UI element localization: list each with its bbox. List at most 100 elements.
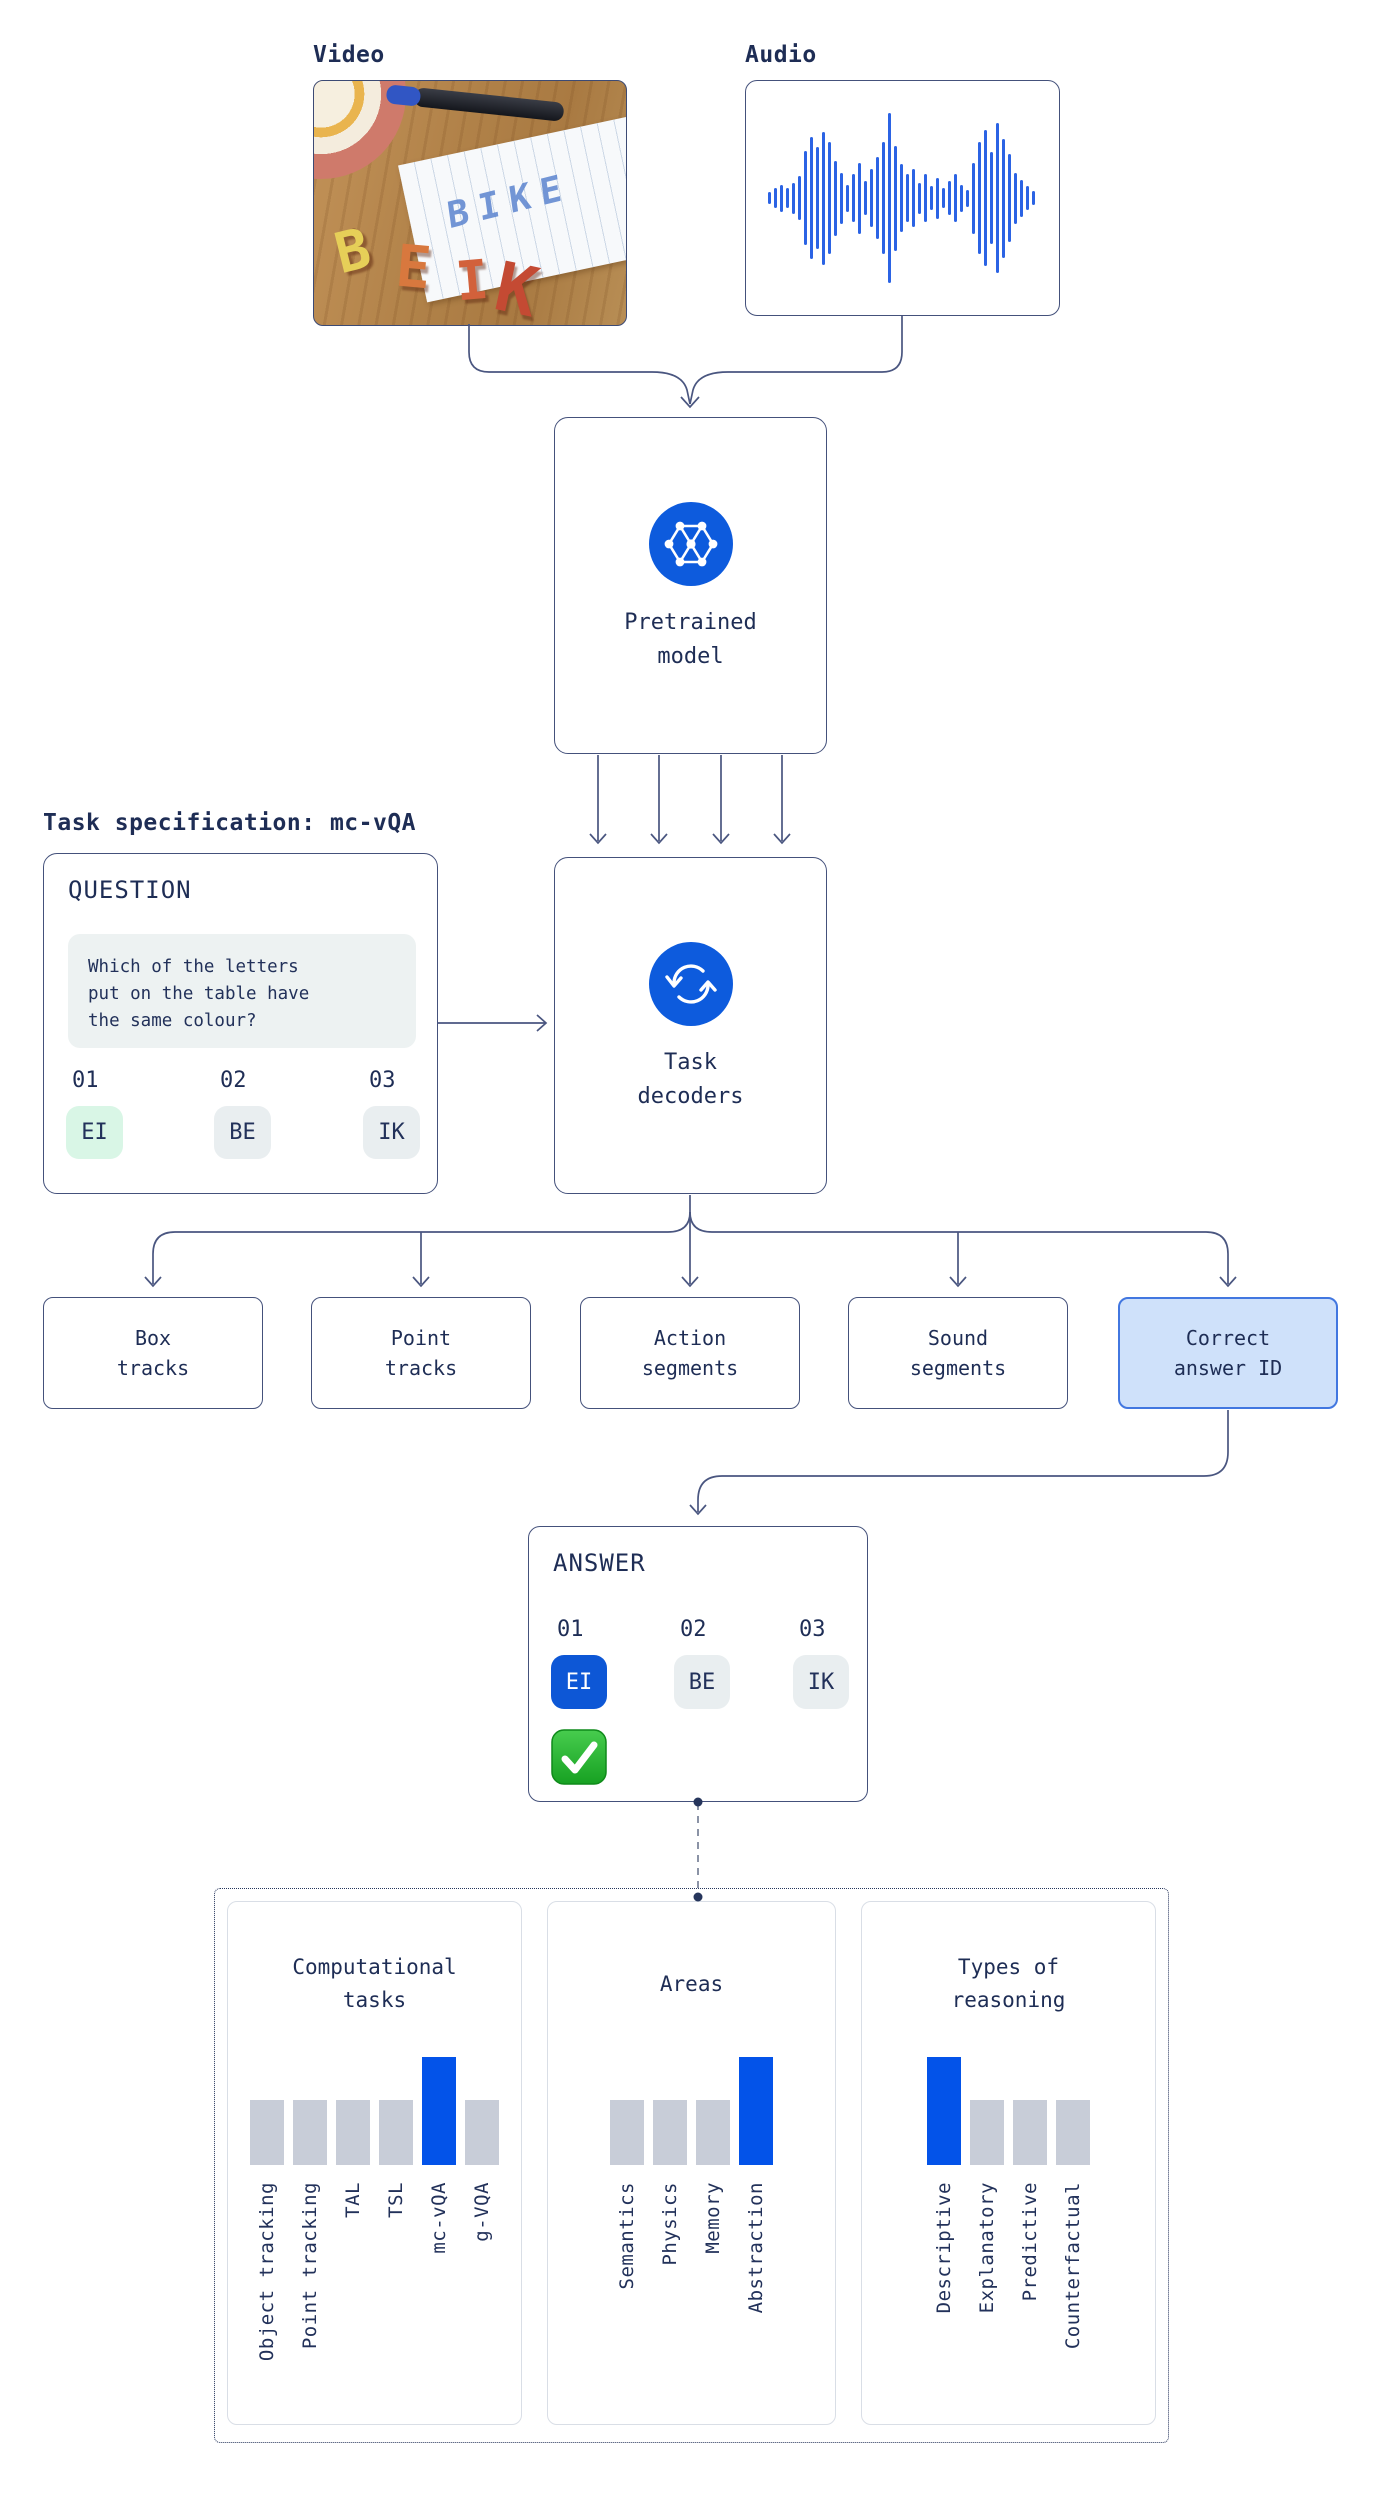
task-decoders-box: Task decoders [554, 857, 827, 1194]
bar-Counterfactual [1056, 2100, 1090, 2165]
bar-label: Point tracking [299, 2182, 321, 2350]
audio-panel [745, 80, 1060, 316]
connector-model-decoders-4 [773, 755, 791, 845]
video-label: Video [313, 42, 385, 68]
bar-label: g-VQA [471, 2182, 493, 2242]
waveform-bar [797, 176, 801, 220]
waveform-bar [971, 162, 975, 234]
waveform-bar [809, 137, 813, 259]
waveform-bar [1031, 191, 1035, 205]
bar-label: Explanatory [976, 2182, 998, 2314]
waveform-bar [821, 131, 825, 265]
bar-label: Abstraction [745, 2182, 767, 2314]
bar-label: Object tracking [256, 2182, 278, 2362]
waveform-bar [923, 174, 927, 222]
bar-label: Physics [659, 2182, 681, 2266]
option-chip-be: BE [214, 1106, 271, 1159]
waveform-bar [893, 145, 897, 251]
waveform-bar [1013, 172, 1017, 224]
bar-group [228, 2057, 521, 2165]
connector-audio-to-model [689, 316, 903, 405]
task-spec-title: Task specification: mc-vQA [43, 810, 417, 836]
bar-Physics [653, 2100, 687, 2165]
waveform-bar [995, 123, 999, 273]
connector-question-to-decoders [438, 1014, 548, 1032]
bar-group [548, 2057, 835, 2165]
waveform-bar [899, 164, 903, 232]
option-1-number: 01 [72, 1068, 99, 1093]
answer-option-3-number: 03 [799, 1617, 826, 1642]
answer-option-2-number: 02 [680, 1617, 707, 1642]
waveform-bar [1001, 138, 1005, 258]
bar-label: TAL [342, 2182, 364, 2218]
handwritten-word: BIKE [444, 165, 574, 238]
waveform-bar [863, 181, 867, 215]
marker-cap [385, 84, 422, 107]
waveform-bar [1025, 186, 1029, 210]
connector-fan-left [144, 1211, 691, 1288]
bar-Predictive [1013, 2100, 1047, 2165]
bar-Object tracking [250, 2100, 284, 2165]
waveform-bar [953, 174, 957, 222]
bar-Abstraction [739, 2057, 773, 2165]
bar-g-VQA [465, 2100, 499, 2165]
waveform-bar [887, 113, 891, 283]
connector-fan-center [681, 1195, 699, 1288]
question-header: QUESTION [68, 876, 192, 904]
answer-option-1-number: 01 [557, 1617, 584, 1642]
waveform-bar [941, 188, 945, 208]
waveform-bar [779, 184, 783, 212]
bar-Semantics [610, 2100, 644, 2165]
waveform-bar [875, 157, 879, 239]
waveform-bar [917, 182, 921, 214]
answer-chip-ik: IK [793, 1655, 849, 1709]
answer-chip-be: BE [674, 1655, 730, 1709]
waveform-bar [947, 181, 951, 215]
audio-waveform [746, 81, 1059, 315]
answer-panel: ANSWER 01 02 03 EI BE IK [528, 1526, 868, 1802]
bar-Explanatory [970, 2100, 1004, 2165]
audio-label: Audio [745, 42, 817, 68]
bar-label: Semantics [616, 2182, 638, 2290]
waveform-bar [869, 169, 873, 227]
waveform-bar [773, 188, 777, 208]
waveform-bar [959, 184, 963, 212]
stats-container [214, 1888, 1169, 2443]
waveform-bar [833, 160, 837, 236]
connector-fan-mid-right [949, 1232, 967, 1288]
option-3-number: 03 [369, 1068, 396, 1093]
output-action-segments: Action segments [580, 1297, 800, 1409]
waveform-bar [977, 142, 981, 254]
output-correct-answer-id: Correct answer ID [1118, 1297, 1338, 1409]
chart-title: Areas [659, 1971, 724, 1996]
question-bubble: Which of the letters put on the table ha… [68, 934, 416, 1048]
pretrained-model-label: Pretrained model [624, 610, 757, 670]
connector-fan-right [689, 1211, 1237, 1288]
video-thumbnail: BIKE B E I K [313, 80, 627, 326]
waveform-bar [989, 152, 993, 244]
waveform-bar [827, 142, 831, 254]
waveform-bar [851, 174, 855, 222]
bar-Memory [696, 2100, 730, 2165]
waveform-bar [857, 162, 861, 234]
bar-group [862, 2057, 1155, 2165]
bar-label: Descriptive [933, 2182, 955, 2314]
bar-label: Counterfactual [1062, 2182, 1084, 2350]
bar-TAL [336, 2100, 370, 2165]
waveform-bar [881, 142, 885, 254]
waveform-bar [815, 147, 819, 249]
bar-mc-vQA [422, 2057, 456, 2165]
output-sound-segments: Sound segments [848, 1297, 1068, 1409]
foam-letter-e: E [393, 231, 434, 303]
waveform-bar [929, 186, 933, 210]
waveform-bar [983, 130, 987, 266]
option-2-number: 02 [220, 1068, 247, 1093]
waveform-bar [965, 189, 969, 207]
option-chip-ei: EI [66, 1106, 123, 1159]
